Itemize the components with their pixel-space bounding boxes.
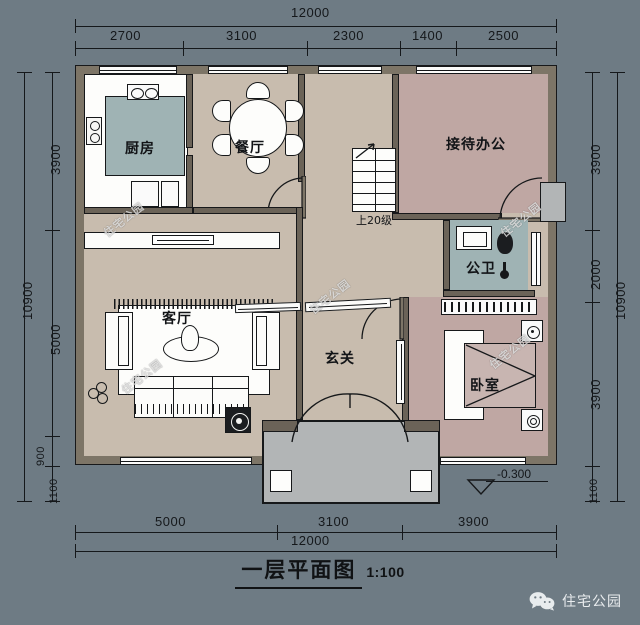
kitchen-counter <box>131 181 159 207</box>
rug-fringe-top <box>114 299 274 309</box>
window-office <box>416 66 532 74</box>
office-door-swing <box>498 177 543 222</box>
wall-dining-right <box>298 74 305 182</box>
right-seg-2: 2000 <box>588 259 603 290</box>
top-seg-1: 2700 <box>110 28 141 43</box>
room-label-dining: 餐厅 <box>235 140 265 156</box>
plan-scale: 1:100 <box>366 564 405 580</box>
right-seg-4: 1100 <box>588 478 600 504</box>
wall-office-left <box>392 74 399 213</box>
dining-chair-n <box>246 82 270 99</box>
nightstand-top <box>521 320 543 342</box>
plant-icon <box>88 382 110 404</box>
wall-kitchen-right-upper <box>186 74 193 148</box>
left-seg-2: 5000 <box>48 324 63 355</box>
bottom-seg-3: 3900 <box>458 514 489 529</box>
room-label-foyer: 玄关 <box>325 351 355 367</box>
bathroom-vanity <box>456 226 492 250</box>
window-living-south <box>120 457 252 465</box>
bottom-seg-1: 5000 <box>155 514 186 529</box>
sink-icon <box>127 84 159 100</box>
left-seg-1: 3900 <box>48 144 63 175</box>
top-seg-5: 2500 <box>488 28 519 43</box>
living-side-table <box>225 407 251 433</box>
nightstand-bottom <box>521 409 543 431</box>
armchair-left <box>105 312 133 370</box>
top-seg-3: 2300 <box>333 28 364 43</box>
dining-chair-sw <box>212 134 231 156</box>
dining-table <box>229 99 287 157</box>
wall-living-right <box>296 207 303 317</box>
wall-office-bottom <box>392 213 502 220</box>
stove-icon <box>86 117 102 145</box>
top-seg-2: 3100 <box>226 28 257 43</box>
left-seg-4: 1100 <box>48 478 60 504</box>
tv-unit <box>152 235 214 245</box>
room-label-bedroom: 卧室 <box>470 378 500 394</box>
side-entry-alcove <box>540 182 566 222</box>
plan-title: 一层平面图 <box>235 554 363 589</box>
wall-bathroom-left <box>443 220 450 290</box>
bathroom-window <box>531 232 541 286</box>
wall-kitchen-bottom <box>84 207 193 214</box>
window-dining <box>208 66 288 74</box>
kitchen-cabinet <box>161 181 179 207</box>
top-total-dimension: 12000 <box>291 5 330 20</box>
wall-living-top <box>193 207 303 214</box>
bedroom-wardrobe <box>441 299 537 315</box>
bottom-total-dimension: 12000 <box>291 533 330 548</box>
dining-chair-nw <box>212 100 231 122</box>
porch-column-left <box>270 470 292 492</box>
entry-double-door <box>291 393 409 443</box>
toilet-icon <box>497 232 513 254</box>
elevation-triangle-icon <box>466 479 496 496</box>
wechat-icon <box>529 592 555 611</box>
footer-account[interactable]: 住宅公园 <box>529 591 622 611</box>
porch-step-right <box>404 420 440 432</box>
left-total-dimension: 10900 <box>20 281 35 320</box>
drain-stem <box>503 262 506 271</box>
top-seg-4: 1400 <box>412 28 443 43</box>
right-seg-3: 3900 <box>588 379 603 410</box>
dining-chair-se <box>285 134 304 156</box>
table-centerpiece <box>181 325 199 351</box>
corridor-door <box>396 340 405 404</box>
stairs-label: 上20级 <box>356 214 392 227</box>
wall-kitchen-right-lower <box>186 155 193 214</box>
right-total-dimension: 10900 <box>613 281 628 320</box>
floor-drain-icon <box>500 270 509 279</box>
room-office-floor <box>399 74 548 213</box>
bedroom-door-swing <box>361 297 404 340</box>
dining-chair-ne <box>285 100 304 122</box>
wechat-account-name: 住宅公园 <box>562 594 622 610</box>
room-label-bathroom: 公卫 <box>466 261 496 277</box>
room-label-office: 接待办公 <box>446 137 506 153</box>
room-label-living: 客厅 <box>162 311 192 327</box>
porch-step-left <box>262 420 298 432</box>
left-seg-3: 900 <box>35 446 47 466</box>
window-kitchen <box>99 66 177 74</box>
wall-bathroom-bottom <box>443 290 535 297</box>
bed <box>464 343 536 408</box>
staircase <box>352 148 396 212</box>
room-label-kitchen: 厨房 <box>125 141 155 157</box>
elevation-value: -0.300 <box>497 467 532 481</box>
porch-column-right <box>410 470 432 492</box>
stairs-up-arrow <box>355 143 375 159</box>
window-stair <box>318 66 382 74</box>
bottom-seg-2: 3100 <box>318 514 349 529</box>
kitchen-island <box>105 96 185 176</box>
armchair-right <box>252 312 280 370</box>
right-seg-1: 3900 <box>588 144 603 175</box>
window-bedroom-south <box>440 457 526 465</box>
